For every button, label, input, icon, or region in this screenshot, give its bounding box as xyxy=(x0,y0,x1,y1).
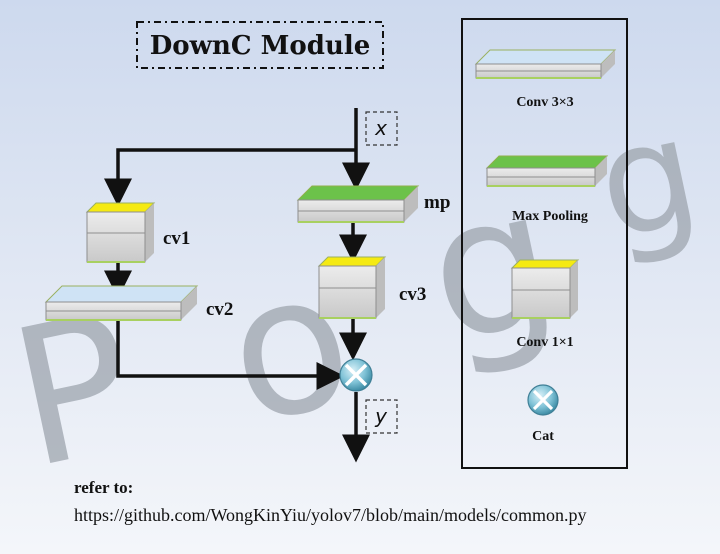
input-label-box: x xyxy=(365,111,398,146)
title-box: DownC Module xyxy=(136,21,384,69)
mp-label: mp xyxy=(424,192,450,213)
legend-conv3: Conv 3×3 xyxy=(474,49,617,110)
legend-conv3-top xyxy=(474,49,617,65)
cv2-block: cv2 xyxy=(44,285,233,321)
connections xyxy=(104,108,370,463)
output-label: y xyxy=(374,404,388,428)
arrow-x-to-cv1 xyxy=(104,148,356,207)
legend-maxpool: Max Pooling xyxy=(485,155,609,224)
cv1-top xyxy=(85,202,156,213)
legend-cat-cross-b xyxy=(532,389,554,411)
cv1-label: cv1 xyxy=(163,228,190,249)
legend-maxpool-side xyxy=(595,156,607,186)
diagram-title: DownC Module xyxy=(150,31,371,61)
legend-maxpool-label: Max Pooling xyxy=(512,209,588,224)
legend-panel: Conv 3×3 Max Pooling Conv 1×1 Cat xyxy=(461,18,628,469)
cv3-top xyxy=(317,256,387,267)
cv3-block: cv3 xyxy=(317,256,426,319)
watermark-letter-g2: g xyxy=(583,85,712,275)
legend-conv1-side xyxy=(570,260,578,318)
cv2-top xyxy=(44,285,199,303)
legend-frame xyxy=(461,18,628,469)
output-label-frame xyxy=(365,399,398,434)
cv1-block: cv1 xyxy=(85,202,190,263)
legend-conv1-top xyxy=(510,259,580,269)
cat-node xyxy=(339,358,373,392)
cv3-side xyxy=(376,257,385,318)
legend-cat-label: Cat xyxy=(532,429,554,444)
legend-conv1-front xyxy=(511,267,571,319)
cv3-front xyxy=(318,265,377,319)
cv1-front xyxy=(86,211,146,263)
reference-title: refer to: xyxy=(74,478,134,497)
cv2-label: cv2 xyxy=(206,299,233,320)
input-label: x xyxy=(374,116,387,140)
cv1-side xyxy=(145,203,154,262)
legend-conv3-label: Conv 3×3 xyxy=(516,95,573,110)
legend-cat: Cat xyxy=(527,384,559,444)
cv2-side xyxy=(181,286,197,320)
mp-block: mp xyxy=(296,185,450,223)
legend-conv1: Conv 1×1 xyxy=(510,259,580,350)
cat-cross-b xyxy=(344,363,368,387)
mp-top xyxy=(296,185,420,201)
arrow-cv2-to-cat xyxy=(116,320,345,390)
legend-maxpool-top xyxy=(485,155,609,169)
reference-url[interactable]: https://github.com/WongKinYiu/yolov7/blo… xyxy=(74,505,587,525)
legend-conv1-label: Conv 1×1 xyxy=(516,335,573,350)
cv3-label: cv3 xyxy=(399,284,426,305)
mp-side xyxy=(404,186,418,222)
title-frame xyxy=(136,21,384,69)
output-label-box: y xyxy=(365,399,398,434)
legend-conv3-side xyxy=(601,50,615,78)
input-label-frame xyxy=(365,111,398,146)
